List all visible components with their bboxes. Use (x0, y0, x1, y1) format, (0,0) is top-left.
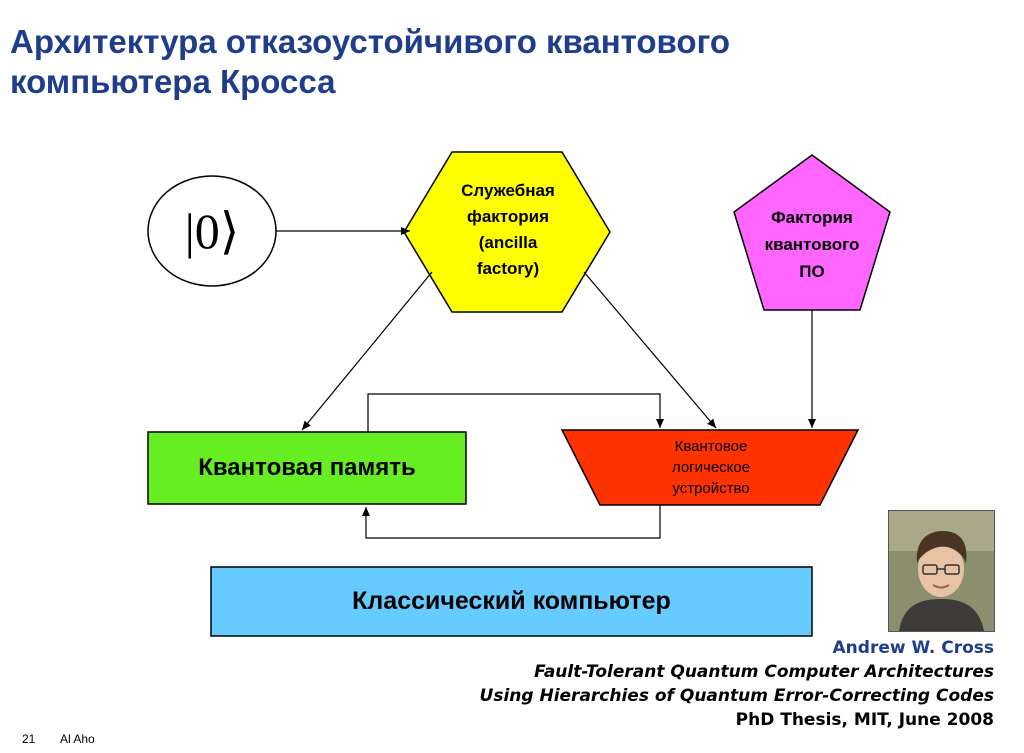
footer-author: Al Aho (60, 732, 95, 746)
citation-title-line-2: Using Hierarchies of Quantum Error-Corre… (479, 686, 994, 706)
classical-computer-box (210, 566, 813, 637)
slide-footer: 21 Al Aho (22, 732, 117, 746)
citation-venue: PhD Thesis, MIT, June 2008 (735, 710, 994, 730)
ancilla-factory-label: Служебная фактория (ancilla factory) (414, 178, 602, 282)
ancilla-line-2: фактория (466, 207, 550, 226)
software-line-2: квантового (764, 235, 860, 254)
logic-line-1: Квантовое (674, 438, 748, 455)
portrait-photo-icon (888, 510, 995, 632)
ancilla-line-3: (ancilla (478, 233, 538, 252)
logic-unit-trapezoid (560, 429, 860, 506)
arrow-ancilla-to-memory (301, 271, 433, 431)
arrow-ancilla-to-logic (583, 271, 717, 429)
quantum-memory-label: Квантовая память (198, 454, 416, 481)
title-line-1: Архитектура отказоустойчивого квантового (10, 23, 731, 60)
logic-line-2: логическое (671, 459, 751, 476)
ancilla-line-4: factory) (476, 259, 540, 278)
ancilla-line-1: Служебная (461, 181, 555, 200)
title-line-2: компьютера Кросса (10, 63, 336, 100)
ket-zero-state: |0⟩ (184, 203, 240, 259)
software-line-3: ПО (799, 262, 825, 281)
arrow-logic-to-memory (362, 505, 661, 539)
software-factory-label: Фактория квантового ПО (736, 204, 888, 285)
citation-title-line-1: Fault-Tolerant Quantum Computer Architec… (534, 662, 994, 682)
slide-title: Архитектура отказоустойчивого квантового… (10, 22, 730, 102)
slide-number: 21 (22, 732, 36, 746)
logic-line-3: устройство (672, 480, 750, 497)
logic-unit-label: Квантовое логическое устройство (600, 436, 822, 499)
classical-computer-label: Классический компьютер (352, 587, 671, 615)
citation-author: Andrew W. Cross (832, 638, 994, 658)
quantum-memory-box (147, 431, 467, 505)
citation-block: Andrew W. Cross Fault-Tolerant Quantum C… (480, 636, 994, 732)
arrow-memory-to-logic (367, 393, 664, 432)
software-line-1: Фактория (771, 208, 853, 227)
